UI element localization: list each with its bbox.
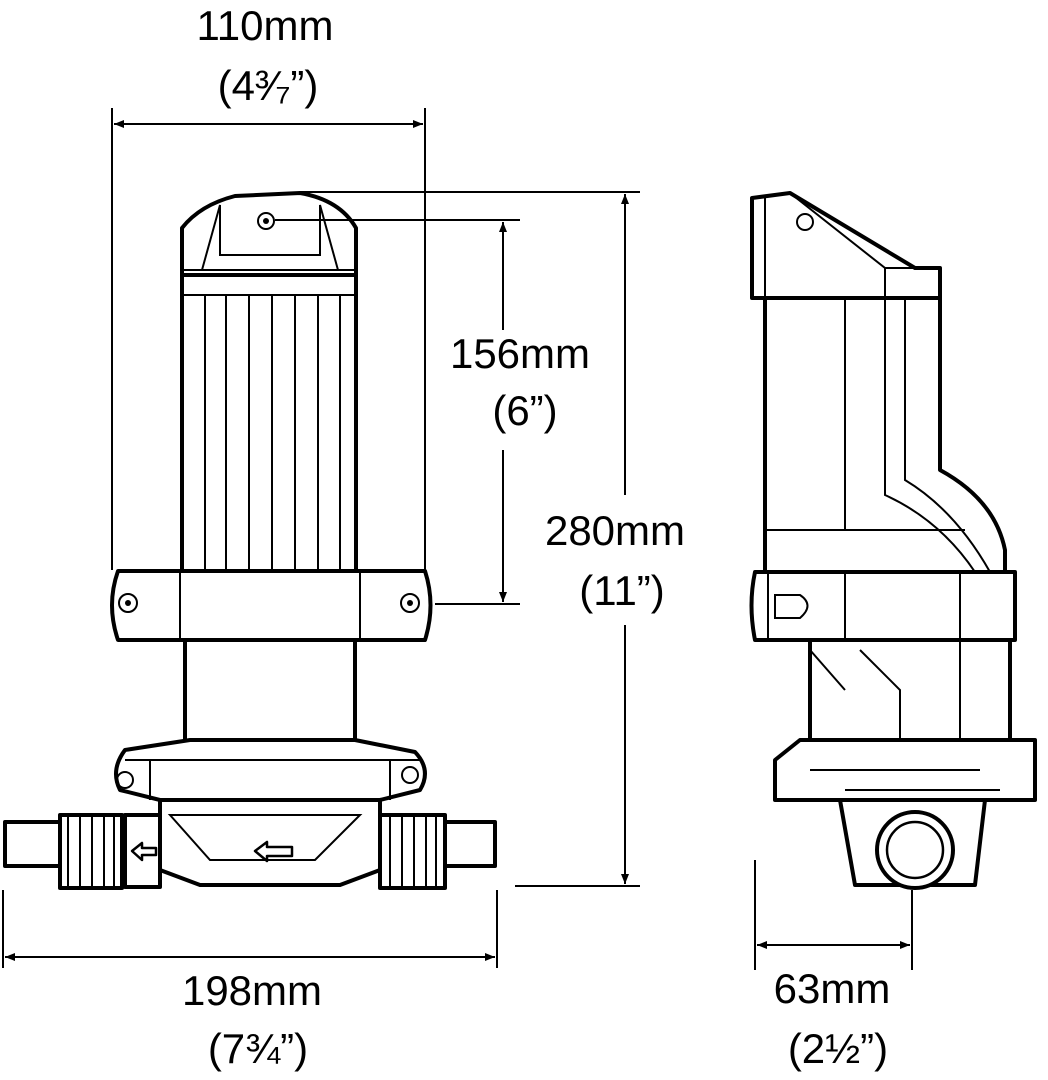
total-width-imperial: (7¾”): [208, 1025, 308, 1072]
pump-head: [114, 738, 427, 802]
total-width-metric: 198mm: [182, 967, 322, 1014]
motor-height-imperial: (6”): [492, 387, 557, 434]
side-depth-imperial: (2½”): [788, 1025, 888, 1072]
flow-arrow-icon: [130, 840, 294, 863]
cap-screw-icon: [257, 212, 275, 230]
width-top-imperial: (4³⁄₇”): [218, 62, 319, 109]
clamp-screw-right-icon: [400, 593, 420, 613]
width-top-metric: 110mm: [197, 2, 334, 49]
outlet-nut: [378, 813, 447, 890]
outlet-pipe: [443, 820, 497, 868]
pump-body: [158, 798, 382, 887]
side-neck: [808, 638, 1012, 742]
side-cap: [750, 191, 942, 300]
total-height-imperial: (11”): [579, 567, 665, 614]
motor-cap: [180, 191, 358, 277]
clamp-band: [110, 569, 433, 642]
pump-neck: [183, 638, 357, 748]
total-height-metric: 280mm: [545, 507, 685, 554]
motor-body: [180, 273, 358, 573]
clamp-screw-left-icon: [118, 593, 138, 613]
inlet-pipe: [3, 820, 65, 868]
motor-height-metric: 156mm: [450, 330, 590, 377]
front-view: [3, 191, 497, 890]
side-depth-metric: 63mm: [774, 965, 891, 1012]
side-view: [749, 191, 1037, 890]
dimension-lines: [2, 108, 913, 970]
side-clamp: [749, 570, 1017, 642]
